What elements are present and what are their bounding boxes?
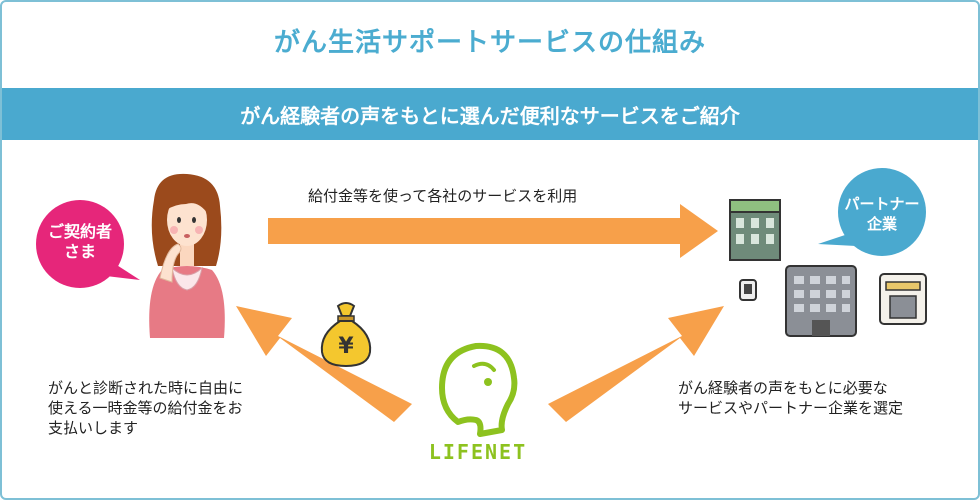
subtitle-text: がん経験者の声をもとに選んだ便利なサービスをご紹介 [240, 104, 740, 128]
customer-bubble-line1: ご契約者 [47, 222, 112, 241]
left-caption: がんと診断された時に自由に 使える一時金等の給付金をお 支払いします [48, 378, 243, 438]
money-bag-icon [320, 302, 372, 368]
page-title: がん生活サポートサービスの仕組み [273, 28, 706, 58]
right-caption-line1: がん経験者の声をもとに必要な [678, 379, 888, 397]
customer-bubble [36, 200, 140, 288]
subtitle-band: がん経験者の声をもとに選んだ便利なサービスをご紹介 [2, 88, 978, 140]
lifenet-logo-text: LIFENET [428, 440, 528, 464]
shop-icon [879, 273, 927, 325]
right-caption-line2: サービスやパートナー企業を選定 [678, 399, 904, 417]
building-icon [729, 199, 781, 261]
left-caption-line2: 使える一時金等の給付金をお [48, 399, 243, 417]
money-bag-symbol: ¥ [338, 334, 354, 359]
large-office-icon [785, 265, 857, 337]
partner-bubble-line1: パートナー [844, 195, 920, 213]
woman-illustration [149, 173, 225, 338]
phone-icon [739, 279, 757, 301]
partner-bubble-line2: 企業 [866, 215, 897, 233]
partner-bubble [818, 168, 926, 256]
partner-bubble-text: パートナー 企業 [838, 194, 926, 234]
partner-buildings [729, 199, 927, 337]
left-caption-line1: がんと診断された時に自由に [48, 379, 244, 397]
customer-bubble-text: ご契約者 さま [36, 222, 124, 262]
right-arrow [548, 306, 724, 422]
customer-bubble-line2: さま [63, 242, 96, 261]
left-arrow [236, 306, 412, 422]
top-arrow-label: 給付金等を使って各社のサービスを利用 [308, 187, 578, 205]
top-arrow [268, 204, 718, 258]
lifenet-logo [439, 342, 518, 437]
right-caption: がん経験者の声をもとに必要な サービスやパートナー企業を選定 [678, 378, 903, 418]
left-caption-line3: 支払いします [48, 419, 139, 437]
